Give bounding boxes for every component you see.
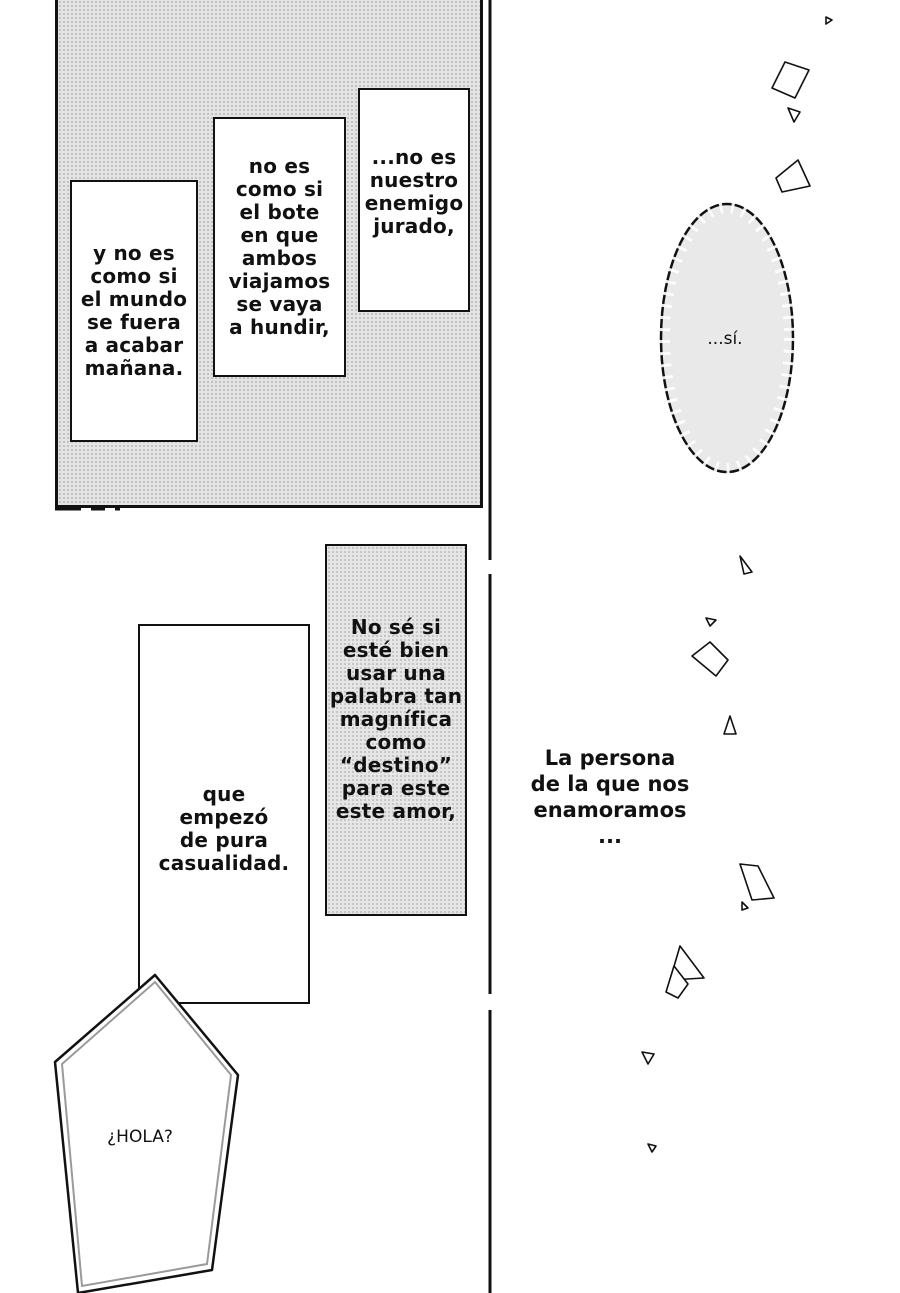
shard-group	[641, 16, 833, 1153]
caption-text-2: no es como si el bote en que ambos viaja…	[228, 154, 331, 339]
caption-text-1: y no es como si el mundo se fuera a acab…	[80, 241, 188, 380]
caption-box-3: ...no es nuestro enemigo jurado,	[358, 88, 470, 312]
hex-bubble-text: ¿HOLA?	[107, 1127, 173, 1147]
caption-box-1: y no es como si el mundo se fuera a acab…	[70, 180, 198, 442]
caption-box-5: que empezó de pura casualidad.	[138, 624, 310, 1004]
oval-bubble-text: ...sí.	[707, 329, 743, 349]
caption-box-2: no es como si el bote en que ambos viaja…	[213, 117, 346, 377]
hex-bubble	[53, 973, 240, 1293]
narration-text: La persona de la que nos enamoramos ...	[530, 746, 690, 848]
caption-text-5: que empezó de pura casualidad.	[158, 782, 290, 875]
caption-box-4: No sé si esté bien usar una palabra tan …	[325, 544, 467, 916]
caption-text-3: ...no es nuestro enemigo jurado,	[364, 145, 464, 238]
caption-text-4: No sé si esté bien usar una palabra tan …	[329, 615, 463, 823]
